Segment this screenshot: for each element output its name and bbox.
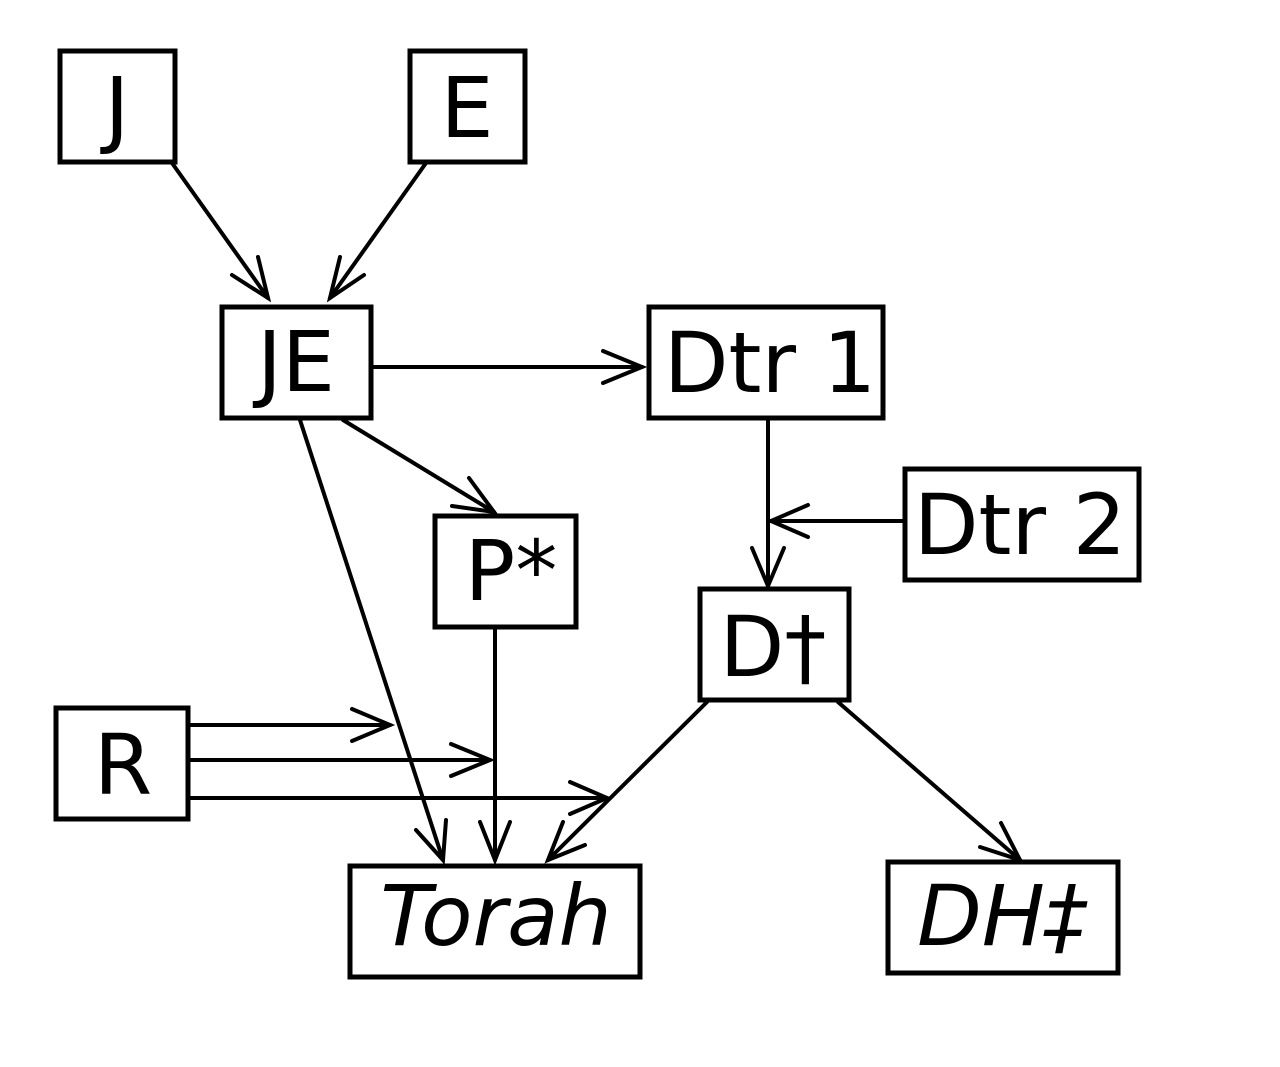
node-je-label: JE: [252, 313, 335, 411]
edge-je-to-p: [341, 418, 499, 515]
node-e-label: E: [440, 59, 493, 157]
node-dtr1: Dtr 1: [646, 304, 886, 421]
node-p-label: P*: [465, 522, 558, 620]
node-dtr2: Dtr 2: [902, 466, 1142, 583]
edge-j-to-je: [170, 161, 272, 303]
edge-dtr2-to-dtr1-d-edge: [765, 503, 906, 539]
node-torah: Torah: [347, 863, 643, 980]
edge-p-to-torah: [478, 623, 512, 866]
node-d-label: D†: [720, 598, 827, 696]
node-je: JE: [219, 304, 374, 421]
edge-d-to-dh: [836, 700, 1024, 864]
node-r-label: R: [94, 716, 152, 814]
node-d: D†: [697, 586, 852, 703]
node-dtr2-label: Dtr 2: [914, 476, 1126, 574]
node-p: P*: [432, 513, 579, 630]
node-dh-label: DH‡: [917, 867, 1088, 965]
node-r: R: [53, 705, 191, 822]
node-j: J: [57, 48, 178, 165]
edges: [170, 161, 1024, 866]
node-e: E: [407, 48, 528, 165]
node-dh: DH‡: [885, 859, 1121, 976]
edge-r-to-je-torah-edge: [186, 707, 396, 743]
edge-je-to-dtr1: [368, 349, 648, 385]
node-torah-label: Torah: [380, 867, 612, 965]
nodes: J E JE Dtr 1 Dtr 2 P* D†: [53, 48, 1142, 980]
edge-d-to-torah: [544, 700, 709, 864]
edge-je-to-torah: [298, 418, 448, 865]
node-dtr1-label: Dtr 1: [664, 314, 876, 412]
edge-e-to-je: [326, 161, 428, 303]
node-j-label: J: [100, 59, 130, 157]
edge-r-to-d-torah-edge: [186, 780, 613, 816]
edge-r-to-p-torah-edge: [186, 742, 496, 778]
edge-dtr1-to-d: [750, 418, 786, 592]
